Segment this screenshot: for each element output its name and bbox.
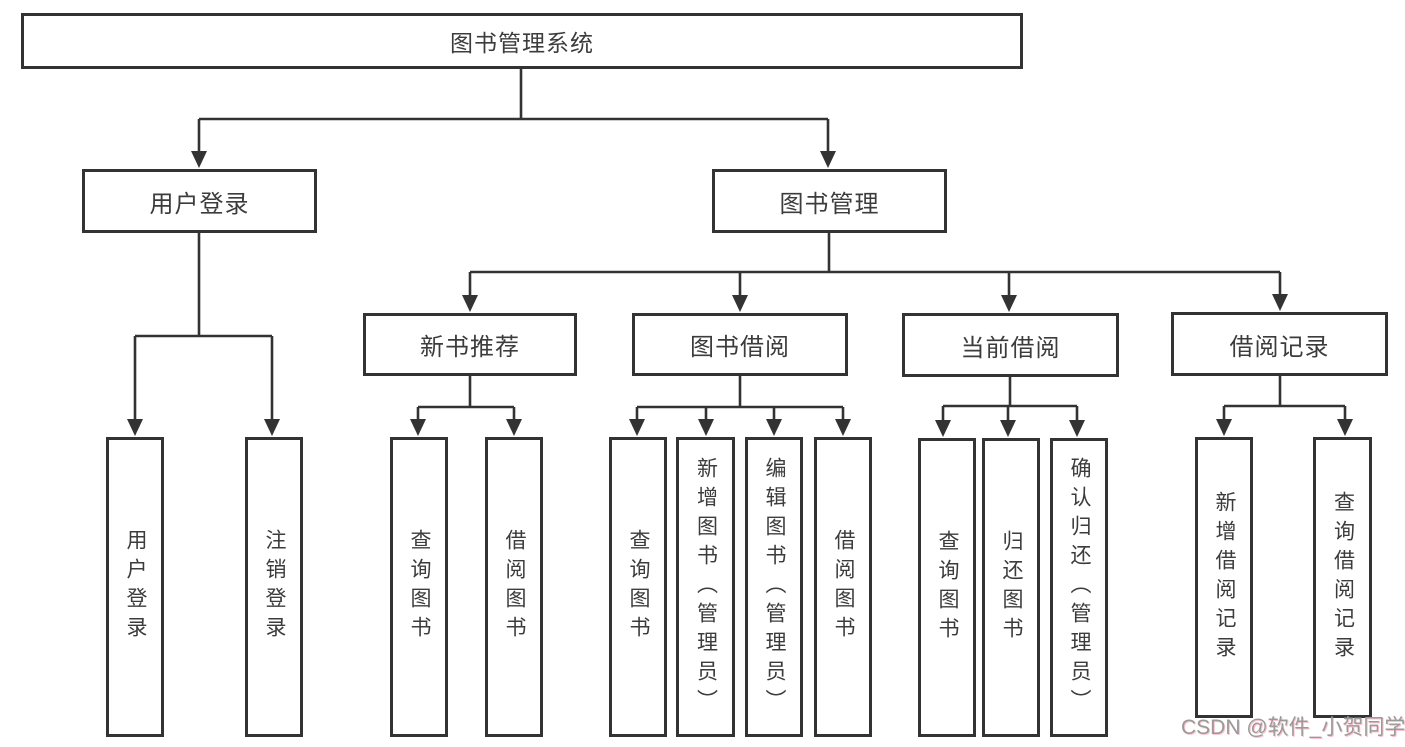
arrowhead [1001, 295, 1017, 312]
node-root: 图书管理系统 [21, 13, 1023, 69]
arrowhead [1272, 294, 1288, 311]
node-new-book-recommend: 新书推荐 [363, 313, 577, 376]
node-borrow-record-label: 借阅记录 [1229, 333, 1330, 361]
node-leaf-return-books: 归还图书 [982, 438, 1040, 737]
arrowhead [1216, 419, 1232, 436]
node-book-borrow: 图书借阅 [632, 313, 848, 376]
node-book-management: 图书管理 [712, 169, 947, 233]
arrowhead [1337, 419, 1353, 436]
node-leaf-add-borrow-record: 新增借阅记录 [1195, 437, 1253, 718]
arrowhead [191, 151, 207, 168]
arrowhead [462, 295, 478, 312]
node-leaf-query-borrow-record: 查询借阅记录 [1313, 437, 1372, 718]
arrowhead [698, 419, 714, 436]
arrowhead [127, 419, 143, 436]
arrowhead [629, 419, 645, 436]
node-borrow-record: 借阅记录 [1171, 312, 1388, 376]
arrowhead [732, 295, 748, 312]
node-leaf-borrow-books-recommend: 借阅图书 [485, 437, 543, 737]
node-user-login-label: 用户登录 [149, 190, 250, 218]
arrowhead [766, 419, 782, 436]
arrowhead [835, 419, 851, 436]
node-leaf-user-login: 用户登录 [106, 437, 164, 737]
node-new-book-recommend-label: 新书推荐 [420, 334, 520, 361]
arrowhead [1000, 420, 1016, 437]
node-leaf-query-books-borrow: 查询图书 [609, 437, 667, 737]
node-user-login: 用户登录 [82, 169, 317, 233]
csdn-watermark: CSDN @软件_小贺同学 [1181, 716, 1405, 739]
node-leaf-edit-books-admin: 编辑图书（管理员） [745, 437, 803, 737]
arrowhead [264, 419, 280, 436]
node-book-management-label: 图书管理 [779, 190, 880, 218]
node-current-borrow: 当前借阅 [902, 313, 1119, 377]
node-leaf-query-books-current: 查询图书 [918, 438, 976, 737]
node-book-borrow-label: 图书借阅 [690, 334, 790, 361]
node-current-borrow-label: 当前借阅 [960, 334, 1061, 362]
node-root-label: 图书管理系统 [450, 30, 594, 56]
arrowhead [820, 151, 836, 168]
arrowhead [935, 420, 951, 437]
node-leaf-borrow-books: 借阅图书 [814, 437, 872, 737]
node-leaf-confirm-return-admin: 确认归还（管理员） [1050, 438, 1108, 737]
node-leaf-add-books-admin: 新增图书（管理员） [676, 437, 735, 737]
arrowhead [506, 419, 522, 436]
arrowhead [1069, 420, 1085, 437]
arrowhead [410, 419, 426, 436]
node-leaf-query-books-recommend: 查询图书 [390, 437, 448, 737]
node-leaf-logout: 注销登录 [245, 437, 303, 737]
